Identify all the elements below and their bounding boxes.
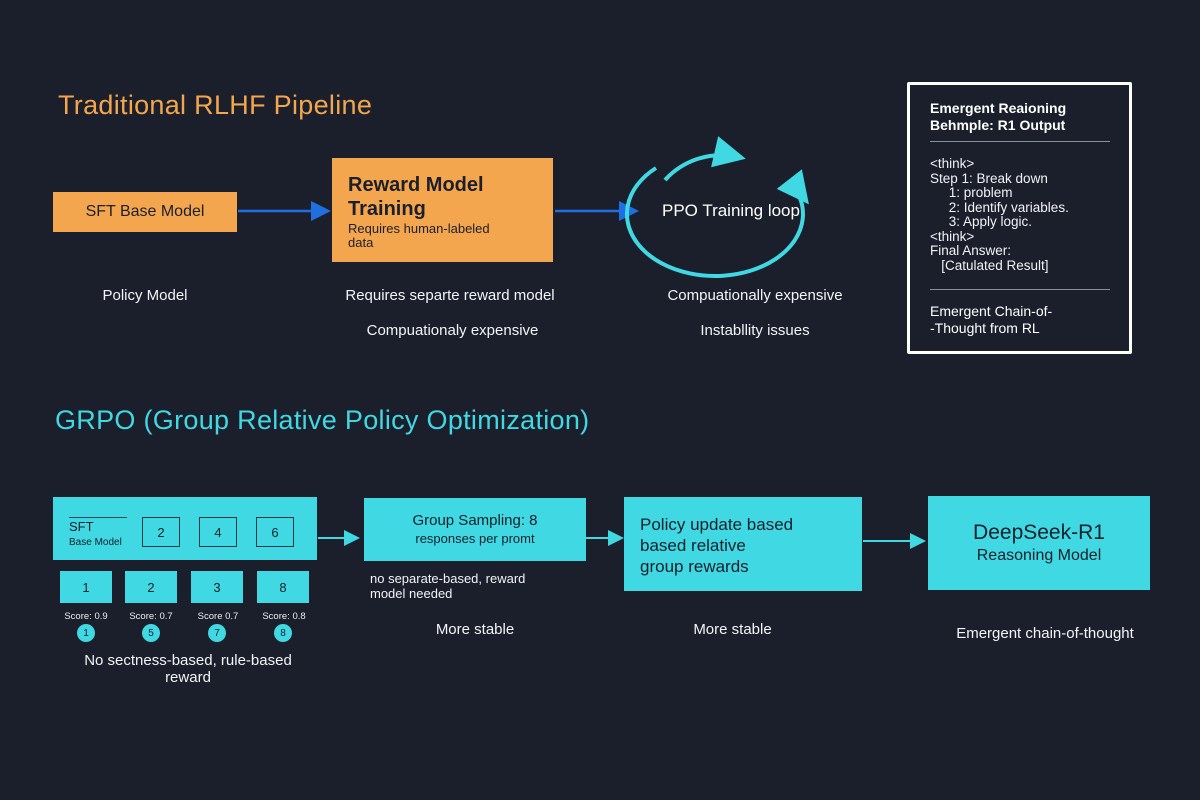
sample-score: Score 0.7 [197, 611, 239, 622]
policy-update-line3: group rewards [640, 557, 749, 576]
panel-line: [Catulated Result] [930, 257, 1049, 273]
top-sample-square: 6 [256, 517, 294, 547]
panel-line: 3: Apply logic. [930, 214, 1033, 229]
caption-no-separate-line1: no separate-based, reward [370, 571, 526, 586]
reward-model-title-line2: Training [348, 198, 426, 220]
grpo-sft-box: SFT Base Model 2 4 6 [53, 497, 317, 560]
grpo-sft-sublabel: Base Model [69, 537, 122, 548]
panel-heading-line2: Behmple: R1 Output [930, 117, 1066, 133]
group-sampling-line1: Group Sampling: 8 [412, 512, 538, 529]
group-sampling-box: Group Sampling: 8 responses per promt [364, 498, 586, 561]
policy-update-line2: based relative [640, 536, 746, 555]
panel-footer-line1: Emergent Chain-of- [930, 303, 1053, 319]
ppo-loop-arc-top [663, 136, 746, 182]
sample-rank-circle: 1 [77, 624, 95, 642]
caption-instability: Instabllity issues [700, 322, 810, 339]
caption-policy-model: Policy Model [102, 287, 188, 304]
deepseek-r1-title: DeepSeek-R1 [973, 521, 1105, 544]
sample-square: 8 [257, 571, 309, 603]
panel-code-block: <think> Step 1: Break down 1: problem 2:… [930, 156, 1069, 273]
sample-rank-circle: 8 [274, 624, 292, 642]
caption-no-separate: no separate-based, reward model needed [370, 571, 525, 601]
sample-score: Score: 0.7 [129, 611, 173, 622]
reward-model-note-line2: data [348, 235, 374, 250]
panel-line: Final Answer: [930, 243, 1012, 258]
rlhf-section-title: Traditional RLHF Pipeline [58, 90, 373, 120]
policy-update-line1: Policy update based [640, 515, 794, 534]
panel-line: 2: Identify variables. [930, 199, 1069, 215]
caption-rule-based-line1: No sectness-based, rule-based [84, 652, 292, 669]
deepseek-r1-box: DeepSeek-R1 Reasoning Model [928, 496, 1150, 590]
top-sample-square: 2 [142, 517, 180, 547]
policy-update-box: Policy update based based relative group… [624, 497, 862, 591]
sample-score: Score: 0.9 [64, 611, 108, 622]
sample-score: Score: 0.8 [262, 611, 306, 622]
grpo-sft-underline [69, 517, 127, 518]
caption-comp-expensive-1: Compuationaly expensive [366, 322, 539, 339]
sample-rank-circle: 7 [208, 624, 226, 642]
ppo-loop-arc-main [625, 166, 805, 278]
sample-square: 1 [60, 571, 112, 603]
panel-footer-line2: -Thought from RL [930, 320, 1040, 336]
top-sample-square: 4 [199, 517, 237, 547]
panel-line: Step 1: Break down [930, 170, 1048, 186]
caption-more-stable-2: More stable [693, 621, 772, 638]
caption-no-separate-line2: model needed [370, 586, 453, 601]
deepseek-r1-subtitle: Reasoning Model [976, 547, 1102, 564]
ppo-loop-arrow-head [776, 169, 809, 205]
panel-divider-bottom [930, 289, 1110, 290]
reward-model-note-line1: Requires human-labeled [348, 221, 490, 236]
caption-rule-based-reward: No sectness-based, rule-based reward [50, 652, 326, 686]
caption-comp-expensive-2: Compuationally expensive [667, 287, 843, 304]
sample-rank-circle: 5 [142, 624, 160, 642]
sft-base-model-label: SFT Base Model [85, 203, 205, 220]
caption-rule-based-line2: reward [165, 669, 211, 686]
panel-line: <think> [930, 228, 975, 244]
ppo-training-loop-label: PPO Training loop [662, 201, 800, 220]
panel-heading-line1: Emergent Reaioning [930, 100, 1067, 116]
panel-line: 1: problem [930, 185, 1013, 200]
reward-model-training-box: Reward Model Training Requires human-lab… [332, 158, 553, 262]
caption-emergent-cot: Emergent chain-of-thought [956, 625, 1134, 642]
caption-more-stable-1: More stable [435, 621, 515, 638]
panel-line: <think> [930, 156, 975, 171]
grpo-sft-label: SFT [69, 519, 94, 534]
reward-model-title-line1: Reward Model [348, 174, 484, 196]
sample-square: 2 [125, 571, 177, 603]
sample-square: 3 [191, 571, 243, 603]
caption-separate-reward: Requires separte reward model [345, 287, 555, 304]
panel-divider-top [930, 141, 1110, 142]
group-sampling-line2: responses per promt [415, 531, 535, 546]
grpo-section-title: GRPO (Group Relative Policy Optimization… [55, 405, 590, 435]
sft-base-model-box: SFT Base Model [53, 192, 237, 232]
r1-output-panel: Emergent Reaioning Behmple: R1 Output <t… [907, 82, 1132, 354]
